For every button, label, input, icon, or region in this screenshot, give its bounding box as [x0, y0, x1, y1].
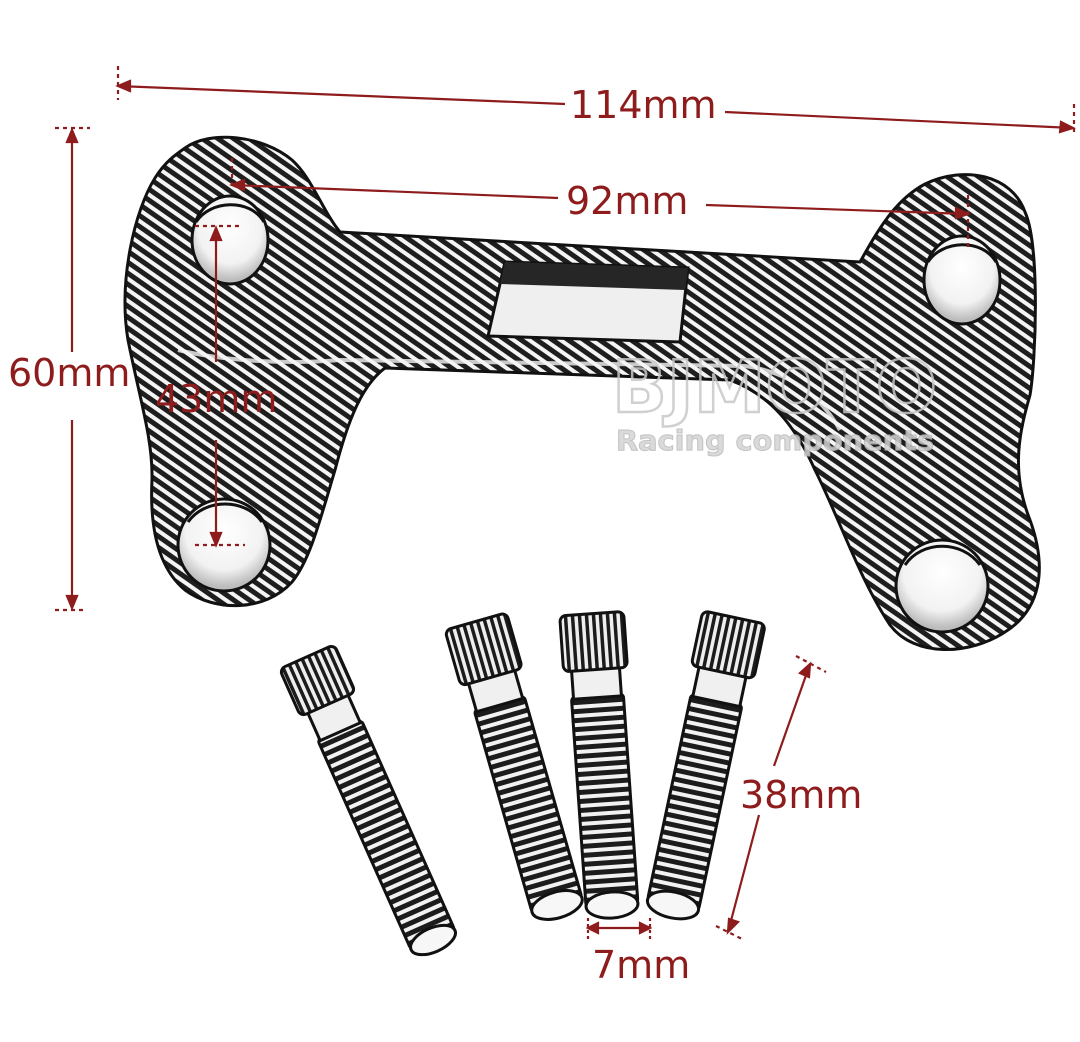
hole-top-left [190, 194, 270, 286]
bolt [444, 612, 584, 921]
dimension-overall-height [55, 126, 90, 612]
center-recess-shadow [500, 262, 688, 290]
hole-bottom-left-bore [186, 502, 264, 523]
bolt-thread [646, 693, 743, 912]
dimension-annotations [55, 66, 1076, 942]
label-bolt-length: 38mm [740, 773, 862, 817]
bracket-edge-highlight [177, 348, 842, 431]
bolt-tip [584, 890, 640, 920]
hole-bottom-left [176, 497, 272, 593]
bracket-body [123, 135, 1041, 651]
bolt-tip [645, 889, 701, 921]
label-hole-offset: 43mm [155, 377, 277, 421]
bolt-head [444, 612, 523, 687]
hole-top-right-bore [926, 243, 998, 263]
bolt-head [690, 610, 766, 680]
bolt-tip [530, 889, 584, 921]
label-hole-spacing: 92mm [566, 179, 688, 223]
bolt-thread [473, 695, 583, 913]
bolt [645, 610, 766, 921]
hole-top-left-bore [194, 203, 266, 223]
bolt-head [279, 645, 356, 717]
hole-bottom-right-bore [903, 544, 982, 566]
bolt [558, 610, 640, 920]
bolt-tip [409, 923, 457, 957]
dimension-hole-spacing [229, 158, 971, 250]
hole-bottom-right [894, 538, 990, 634]
dimension-bolt-length [715, 655, 827, 941]
hole-top-right [922, 234, 1002, 326]
handlebar-riser-bracket [123, 135, 1041, 651]
dimension-labels: 114mm 92mm 60mm 43mm 38mm 7mm [8, 83, 862, 987]
watermark-tagline: Racing components [616, 424, 934, 457]
dimension-hole-offset [195, 224, 245, 548]
bolt-thread [317, 719, 456, 950]
dimension-bolt-diameter [585, 918, 653, 942]
label-overall-width: 114mm [570, 83, 717, 127]
label-bolt-diameter: 7mm [592, 943, 690, 987]
bolt-set [279, 610, 766, 957]
watermark-brand: BJMOTO [612, 345, 937, 429]
dimension-overall-width [115, 66, 1076, 136]
bolt [279, 645, 457, 957]
bolt-head [558, 610, 629, 673]
bolt-thread [570, 692, 640, 909]
label-overall-height: 60mm [8, 351, 130, 395]
brand-watermark: BJMOTO Racing components [611, 344, 939, 458]
